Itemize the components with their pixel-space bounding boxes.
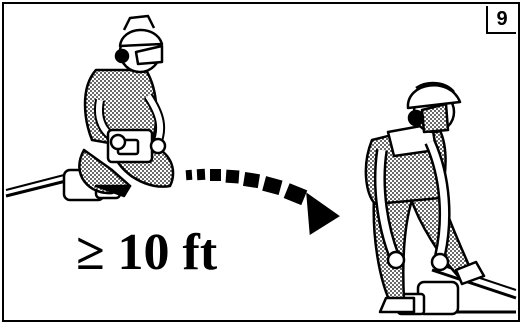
distance-label: ≥ 10 ft	[76, 223, 217, 283]
crouching-operator-icon	[6, 16, 173, 200]
standing-operator-icon	[366, 83, 516, 314]
